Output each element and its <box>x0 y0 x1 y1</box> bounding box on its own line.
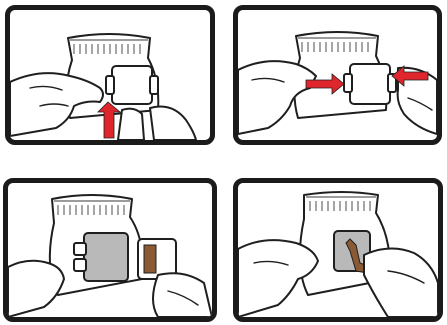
blade-module <box>106 66 158 104</box>
left-hand <box>8 261 64 317</box>
step-1-panel <box>5 5 215 145</box>
right-hand <box>118 107 196 141</box>
blade-module <box>344 64 396 104</box>
right-hand <box>153 273 212 317</box>
step-4-panel <box>233 178 443 322</box>
right-hand <box>364 248 438 317</box>
step-2-panel <box>233 5 442 145</box>
step-3-panel <box>3 178 217 322</box>
